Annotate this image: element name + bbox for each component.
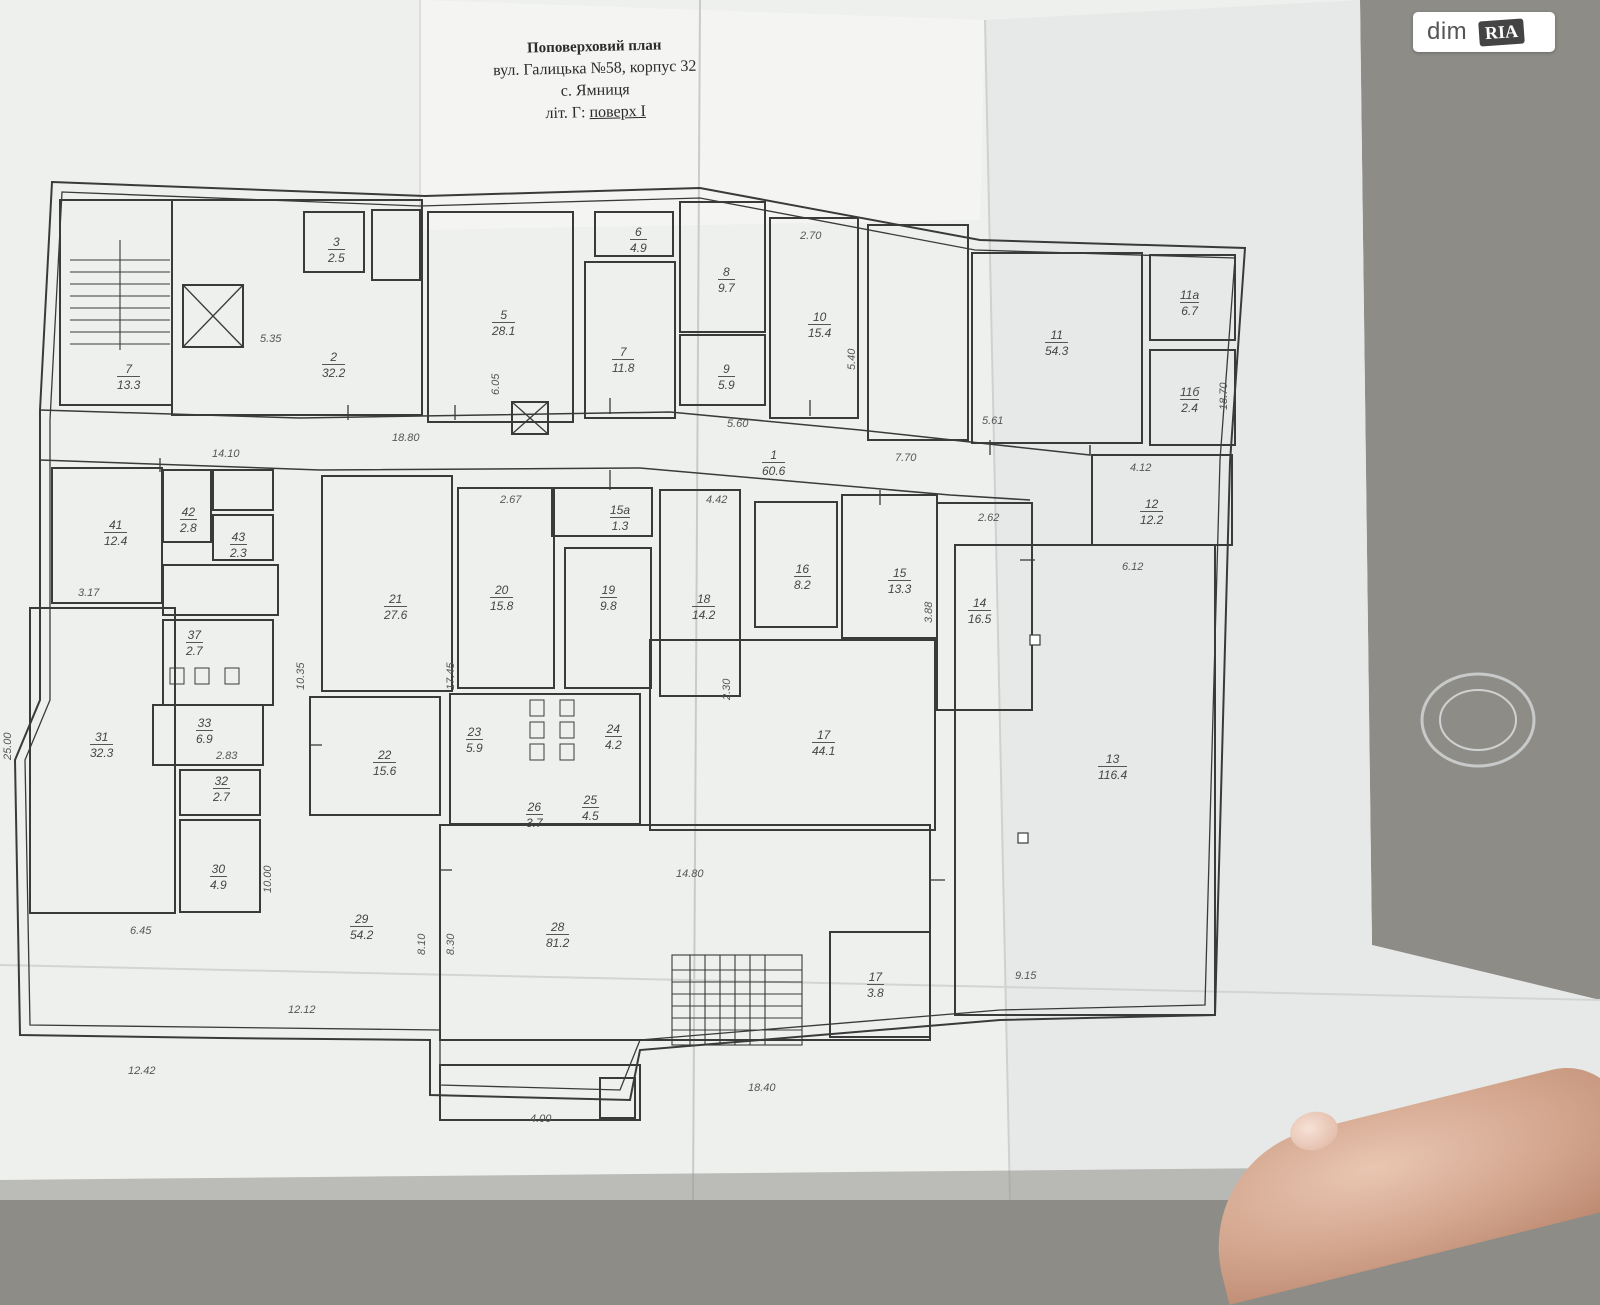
- dimension-label: 6.12: [1122, 561, 1144, 573]
- dimension-label: 10.00: [262, 865, 274, 893]
- dimension-label: 8.30: [445, 933, 457, 955]
- dimension-label: 6.05: [490, 373, 502, 395]
- plan-heading: Поповерховий план вул. Галицька №58, кор…: [429, 32, 761, 127]
- dimension-label: 9.15: [1015, 970, 1037, 982]
- plan-floor-name: поверх І: [589, 102, 647, 122]
- dimension-label: 12.42: [128, 1065, 156, 1077]
- dimria-watermark: dim RIA: [1413, 12, 1555, 52]
- dimension-label: 6.45: [130, 925, 152, 937]
- faded-stamp: [1420, 672, 1536, 768]
- dimension-label: 18.40: [748, 1082, 776, 1094]
- dimension-label: 4.12: [1130, 462, 1152, 474]
- dimension-label: 18.80: [392, 432, 420, 444]
- dimension-label: 14.10: [212, 448, 240, 460]
- dimension-label: 3.17: [78, 587, 100, 599]
- dimension-label: 3.88: [923, 601, 935, 623]
- watermark-brand: dim: [1427, 18, 1468, 45]
- dimension-label: 4.42: [706, 494, 728, 506]
- dimension-label: 2.70: [800, 230, 822, 242]
- dimension-label: 5.60: [727, 418, 749, 430]
- dimension-label: 5.61: [982, 415, 1004, 427]
- dimension-label: 2.67: [500, 494, 522, 506]
- dimension-label: 2.83: [216, 750, 238, 762]
- dimension-label: 5.35: [260, 333, 282, 345]
- paper-top-panel: [420, 0, 985, 230]
- dimension-label: 14.80: [676, 868, 704, 880]
- dimension-label: 17.45: [445, 662, 457, 690]
- dimension-label: 2.62: [978, 512, 1000, 524]
- dimension-label: 8.10: [416, 933, 428, 955]
- plan-floor-prefix: літ. Г:: [545, 104, 590, 123]
- dimension-label: 12.12: [288, 1004, 316, 1016]
- paper-right-panel: [985, 0, 1600, 1200]
- dimension-label: 2.30: [721, 678, 733, 700]
- dimension-label: 5.40: [846, 348, 858, 370]
- dimension-label: 7.70: [895, 452, 917, 464]
- dimension-label: 10.35: [295, 662, 307, 690]
- dimension-label: 25.00: [2, 732, 14, 760]
- dimension-label: 4.00: [530, 1113, 552, 1125]
- floor-plan-drawing: [0, 0, 1600, 1200]
- dimension-label: 18.70: [1218, 382, 1230, 410]
- watermark-logo: RIA: [1478, 17, 1526, 47]
